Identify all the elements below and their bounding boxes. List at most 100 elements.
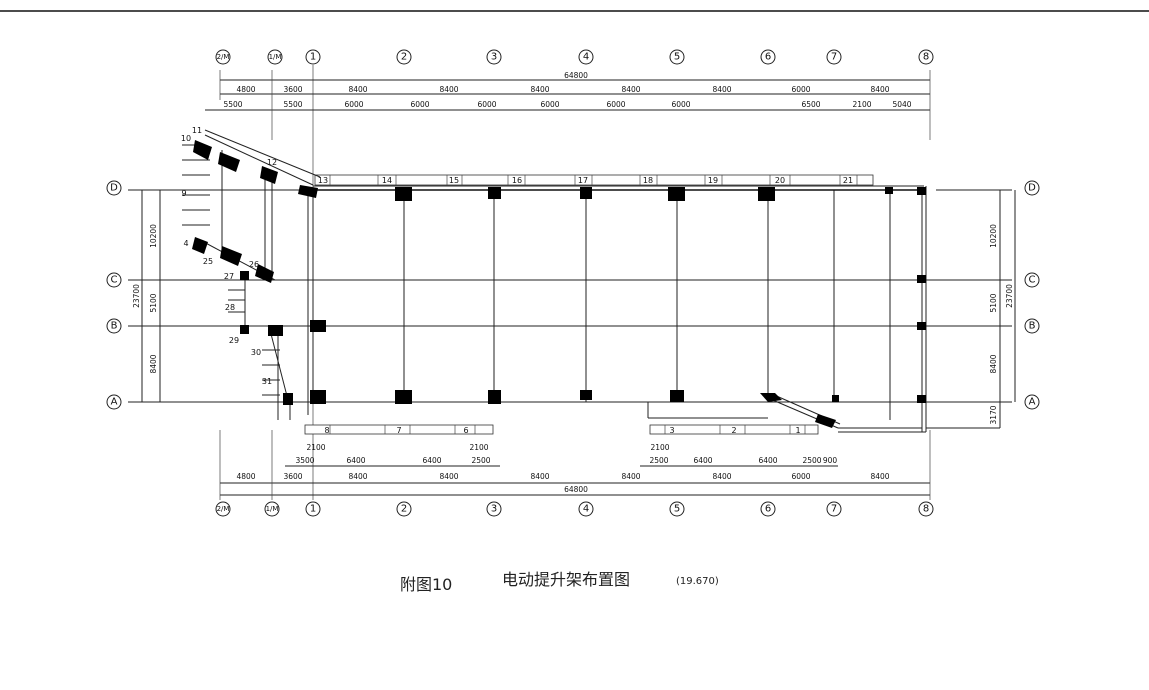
segment-label: 11 — [192, 126, 202, 135]
segment-label: 15 — [449, 176, 459, 185]
dim-top-row2: 6000 — [477, 100, 496, 109]
axis-label-right: D — [1028, 183, 1036, 194]
dim-right: 10200 — [989, 224, 998, 248]
segment-label: 12 — [267, 158, 277, 167]
side-axis-bubbles — [106, 180, 1040, 410]
caption-elevation: (19.670) — [676, 576, 719, 587]
top-dimension-text: 64800 4800 3600 8400 8400 8400 8400 8400… — [223, 71, 911, 109]
dim-left-total: 23700 — [132, 284, 141, 308]
segment-label: 1 — [795, 426, 800, 435]
segment-label: 19 — [708, 176, 718, 185]
left-segment-labels: 11 10 9 4 25 26 27 28 29 30 31 — [181, 126, 272, 386]
dim-top-row1: 4800 — [236, 85, 255, 94]
segment-label: 3 — [669, 426, 674, 435]
bottom-dimensions — [219, 430, 931, 500]
axis-label-top: 1/M — [269, 53, 282, 61]
dim-right: 5100 — [989, 293, 998, 312]
segment-label: 30 — [251, 348, 261, 357]
bottom-axis-labels: 2/M 1/M 1 2 3 4 5 6 7 8 — [217, 504, 930, 515]
axis-label-right: B — [1029, 321, 1036, 332]
dim-total-top: 64800 — [564, 71, 588, 80]
dim-top-row2: 6000 — [344, 100, 363, 109]
segment-label: 29 — [229, 336, 239, 345]
dim-bottom-row: 3600 — [283, 472, 302, 481]
horizontal-axis-lines — [128, 185, 1012, 415]
caption-prefix: 附图10 — [400, 575, 453, 594]
dim-bottom-sub-right: 900 — [823, 456, 838, 465]
axis-label-bottom: 1/M — [266, 505, 279, 513]
axis-label-top: 2 — [401, 52, 407, 63]
dim-bottom-sub-left: 2500 — [471, 456, 490, 465]
dim-top-row2: 6500 — [801, 100, 820, 109]
axis-label-top: 2/M — [217, 53, 230, 61]
dim-right: 3170 — [989, 405, 998, 424]
axis-label-top: 3 — [491, 52, 497, 63]
dim-bottom-sub-right: 2500 — [802, 456, 821, 465]
top-axis-labels: 2/M 1/M 1 2 3 4 5 6 7 8 — [217, 52, 930, 63]
dim-total-bottom: 64800 — [564, 485, 588, 494]
dim-bottom-sub-left: 3500 — [295, 456, 314, 465]
dim-top-row1: 6000 — [791, 85, 810, 94]
axis-label-bottom: 6 — [765, 504, 771, 515]
dim-bottom-sub-left: 6400 — [422, 456, 441, 465]
dim-left: 5100 — [149, 293, 158, 312]
dim-top-row2: 5500 — [283, 100, 302, 109]
dim-bottom-row: 4800 — [236, 472, 255, 481]
segment-label: 17 — [578, 176, 588, 185]
segment-label: 28 — [225, 303, 235, 312]
dim-top-row2: 2100 — [852, 100, 871, 109]
dim-bottom-row: 8400 — [530, 472, 549, 481]
axis-label-bottom: 2/M — [217, 505, 230, 513]
axis-label-left: D — [110, 183, 118, 194]
dim-bottom-row: 8400 — [712, 472, 731, 481]
dim-left: 8400 — [149, 354, 158, 373]
top-axis-bubbles — [215, 49, 934, 65]
dim-bottom-row: 8400 — [439, 472, 458, 481]
segment-label: 14 — [382, 176, 392, 185]
vertical-axis-lines — [312, 65, 923, 500]
left-wing-structure — [182, 129, 321, 420]
segment-label: 6 — [463, 426, 468, 435]
dim-right: 8400 — [989, 354, 998, 373]
axis-label-top: 4 — [583, 52, 589, 63]
dim-right-total: 23700 — [1005, 284, 1014, 308]
dim-top-row1: 8400 — [439, 85, 458, 94]
segment-label: 13 — [318, 176, 328, 185]
dim-bottom-row: 8400 — [870, 472, 889, 481]
dim-left: 10200 — [149, 224, 158, 248]
dim-top-row2: 5500 — [223, 100, 242, 109]
dim-top-row1: 8400 — [712, 85, 731, 94]
axis-label-top: 5 — [674, 52, 680, 63]
dim-bottom-sub-right: 2100 — [650, 443, 669, 452]
building-outline — [647, 186, 927, 433]
axis-label-bottom: 7 — [831, 504, 837, 515]
axis-label-left: C — [111, 275, 118, 286]
axis-label-bottom: 4 — [583, 504, 589, 515]
side-dimension-text: 10200 5100 8400 23700 10200 5100 8400 31… — [132, 224, 1014, 425]
bottom-axis-bubbles — [215, 501, 934, 517]
segment-label: 27 — [224, 272, 234, 281]
side-axis-labels: D C B A D C B A — [110, 183, 1036, 408]
dim-top-row2: 6000 — [540, 100, 559, 109]
segment-label: 26 — [249, 260, 259, 269]
dim-top-row1: 8400 — [870, 85, 889, 94]
dim-bottom-sub-left: 2100 — [469, 443, 488, 452]
bottom-segment-strips — [304, 424, 819, 435]
axis-label-bottom: 3 — [491, 504, 497, 515]
axis-label-left: B — [111, 321, 118, 332]
top-segment-strip — [314, 174, 874, 186]
segment-label: 31 — [262, 377, 272, 386]
segment-label: 18 — [643, 176, 653, 185]
axis-label-left: A — [111, 397, 118, 408]
dim-top-row1: 8400 — [348, 85, 367, 94]
dim-bottom-row: 8400 — [348, 472, 367, 481]
segment-label: 16 — [512, 176, 522, 185]
axis-label-bottom: 2 — [401, 504, 407, 515]
dim-top-row2: 6000 — [606, 100, 625, 109]
bottom-segment-labels: 8 7 6 3 2 1 — [324, 426, 800, 435]
segment-label: 21 — [843, 176, 853, 185]
dim-bottom-row: 6000 — [791, 472, 810, 481]
caption-title: 电动提升架布置图 — [502, 570, 631, 589]
axis-label-right: A — [1029, 397, 1036, 408]
